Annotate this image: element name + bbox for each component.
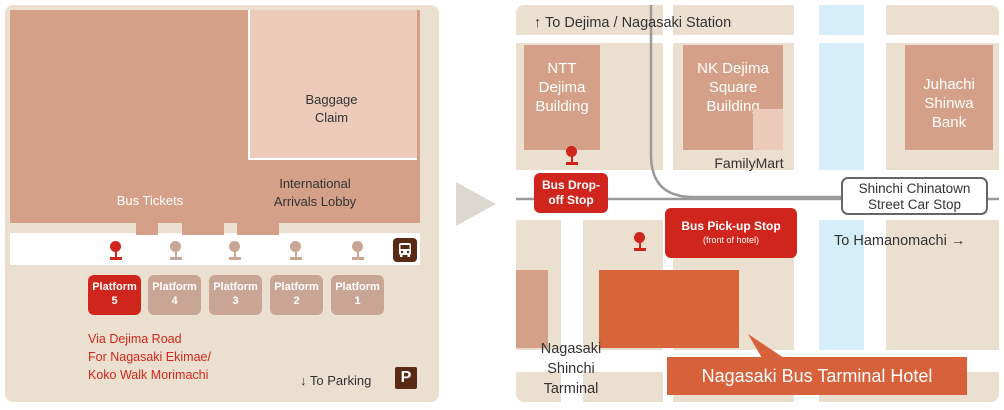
terminal-floor-map: Baggage Claim Bus Tickets International … <box>5 5 439 402</box>
baggage-claim-area <box>248 10 417 160</box>
pin-stem <box>175 250 177 258</box>
pin-stem <box>357 250 359 258</box>
pin-stem <box>234 250 236 258</box>
pin-base <box>352 257 364 260</box>
pin-stem <box>571 155 573 163</box>
to-parking-label: ↓ To Parking <box>300 373 372 388</box>
pin-base <box>229 257 241 260</box>
terminal-wall <box>420 10 434 270</box>
pin-base <box>110 257 122 260</box>
pin-base <box>170 257 182 260</box>
bus-tickets-label: Bus Tickets <box>116 193 184 208</box>
location-pin-icon <box>110 241 121 252</box>
location-pin-icon <box>566 146 577 157</box>
bus-pickup-stop[interactable]: Bus Pick-up Stop (front of hotel) <box>665 208 797 258</box>
hotel-label-pointer <box>748 334 784 358</box>
familymart-store <box>753 109 783 150</box>
hotel-building <box>599 270 739 348</box>
pin-base <box>290 257 302 260</box>
pin-stem <box>639 241 641 249</box>
pin-base <box>566 162 578 165</box>
hotel-label[interactable]: Nagasaki Bus Tarminal Hotel <box>667 357 967 395</box>
chevron-right-icon <box>456 182 498 231</box>
bus-dropoff-stop[interactable]: Bus Drop-off Stop <box>534 173 608 213</box>
familymart-label: FamilyMart <box>714 155 784 171</box>
location-pin-icon <box>229 241 240 252</box>
pin-base <box>634 248 646 251</box>
parking-icon: P <box>395 367 417 389</box>
international-lobby-label: International Arrivals Lobby <box>273 176 357 209</box>
location-pin-icon <box>290 241 301 252</box>
road-horizontal <box>516 35 999 43</box>
counter-stub <box>237 223 279 235</box>
counter-stub <box>182 223 224 235</box>
pin-stem <box>115 250 117 258</box>
bus-icon <box>393 238 417 262</box>
to-dejima-label: ↑ To Dejima / Nagasaki Station <box>534 15 732 31</box>
location-pin-icon <box>352 241 363 252</box>
location-pin-icon <box>170 241 181 252</box>
baggage-claim-label: Baggage Claim <box>305 92 358 125</box>
walkway <box>10 233 420 265</box>
to-hamanomachi-label: To Hamanomachi → <box>834 233 966 249</box>
counter-stub <box>136 223 158 235</box>
location-pin-icon <box>634 232 645 243</box>
building-block <box>516 270 548 348</box>
route-description: Via Dejima Road For Nagasaki Ekimae/ Kok… <box>88 332 211 382</box>
pin-stem <box>295 250 297 258</box>
